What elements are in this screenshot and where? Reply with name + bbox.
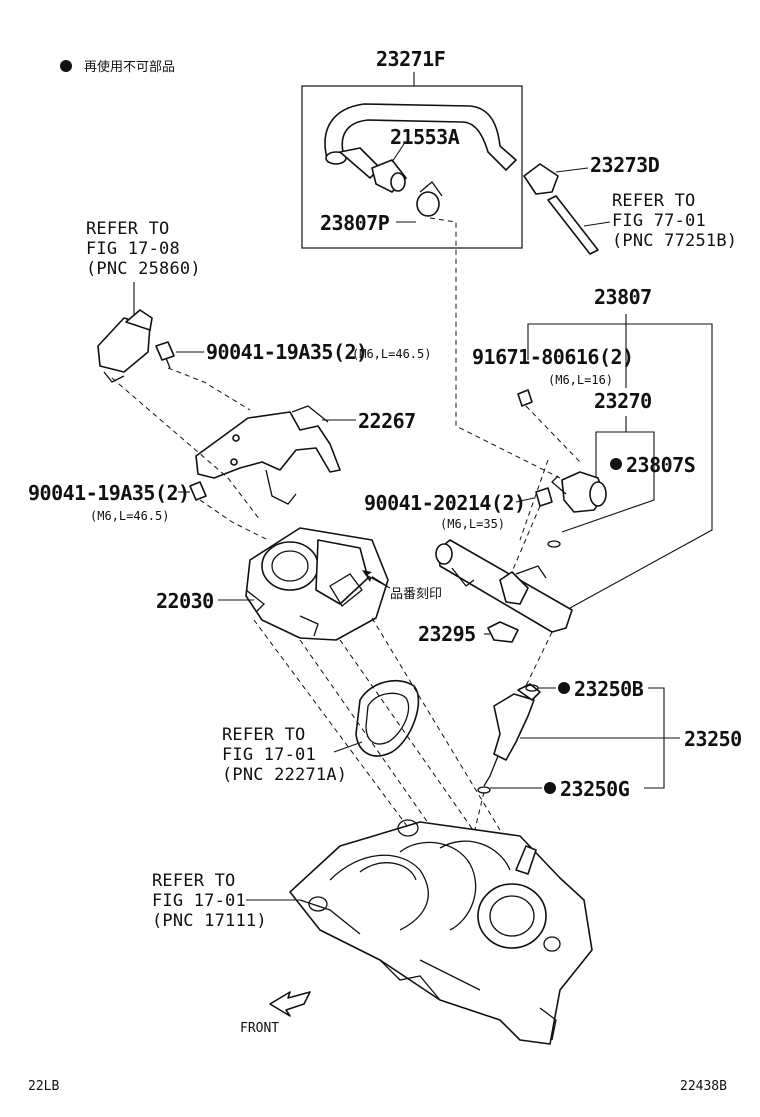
label-21553A: 21553A — [390, 125, 460, 149]
leader-21553A — [391, 143, 405, 163]
ref-22271A-line2: FIG 17-01 — [222, 745, 316, 765]
front-label: FRONT — [240, 1021, 279, 1036]
ref-17111-line1: REFER TO — [152, 871, 235, 891]
label-90041-top-spec: (M6,L=46.5) — [352, 347, 431, 361]
ref-1708-line3: (PNC 25860) — [86, 259, 201, 279]
label-23270: 23270 — [594, 389, 652, 413]
bracket-22267 — [195, 405, 341, 505]
stamp-arrow-shaft — [367, 575, 391, 589]
footer-right: 22438B — [680, 1079, 727, 1094]
ref-77-line2: FIG 77-01 — [612, 211, 706, 231]
dash-bolt-top — [167, 367, 251, 411]
label-22030: 22030 — [156, 589, 214, 613]
ref-17111-line3: (PNC 17111) — [152, 911, 267, 931]
label-23273D: 23273D — [590, 153, 660, 177]
footer-left: 22LB — [28, 1079, 59, 1094]
bolt-90041-left — [189, 481, 207, 501]
ref-1708-line1: REFER TO — [86, 219, 169, 239]
non-reusable-dot-icon — [610, 458, 622, 470]
legend-text: 再使用不可部品 — [84, 59, 175, 75]
dash-clip-to-vsv — [429, 217, 561, 479]
dash-rail-injector — [523, 631, 553, 691]
ref-77-line1: REFER TO — [612, 191, 695, 211]
dash-sensor-bracket — [111, 377, 261, 521]
ref-77-line3: (PNC 77251B) — [612, 231, 737, 251]
ref-1708-line2: FIG 17-08 — [86, 239, 180, 259]
label-90041-left-spec: (M6,L=46.5) — [90, 509, 169, 523]
ref-17111-line2: FIG 17-01 — [152, 891, 246, 911]
pipe-77251B — [547, 195, 599, 255]
intake-manifold-17111 — [289, 819, 593, 1045]
leader-90041-20214 — [515, 497, 535, 503]
legend-dot-icon — [60, 60, 72, 72]
ref-22271A-line3: (PNC 22271A) — [222, 765, 347, 785]
label-23250B: 23250B — [574, 677, 644, 701]
non-reusable-dot-icon-g — [544, 782, 556, 794]
label-23250G: 23250G — [560, 777, 630, 801]
label-90041-20214-spec: (M6,L=35) — [440, 517, 505, 531]
leader-23270 — [595, 416, 627, 480]
hose-joint-21553A — [339, 147, 407, 193]
stamp-arrow-icon — [362, 570, 388, 586]
leader-23807S — [561, 431, 655, 533]
dash-tb-3 — [339, 639, 481, 841]
label-90041-20214: 90041-20214(2) — [364, 491, 526, 515]
label-23807: 23807 — [594, 285, 652, 309]
label-23807P: 23807P — [320, 211, 390, 235]
bolt-91671 — [517, 389, 533, 407]
label-22267: 22267 — [358, 409, 416, 433]
dash-bolt-left — [199, 499, 269, 541]
leader-23807-b — [569, 323, 713, 609]
label-stamp: 品番刻印 — [390, 587, 442, 602]
front-arrow-icon — [269, 991, 311, 1017]
non-reusable-dot-icon-b — [558, 682, 570, 694]
bolt-90041-top — [155, 341, 175, 369]
sensor-25860 — [97, 309, 153, 383]
hose-clamp-23273D — [523, 163, 559, 195]
label-90041-left: 90041-19A35(2) — [28, 481, 190, 505]
gasket-22271A — [355, 679, 420, 757]
ref-22271A-line1: REFER TO — [222, 725, 305, 745]
vacuum-hose — [324, 103, 517, 171]
o-ring-23807S — [547, 540, 561, 548]
hose-clip-23807P — [416, 181, 443, 217]
dash-tb-1 — [253, 619, 411, 831]
leader-ref-77 — [583, 221, 611, 227]
label-23250: 23250 — [684, 727, 742, 751]
vsv-23270 — [551, 471, 607, 513]
label-23271F: 23271F — [376, 47, 445, 71]
leader-23807-a — [527, 314, 627, 360]
label-23295: 23295 — [418, 622, 476, 646]
spacer-23295 — [487, 621, 519, 643]
throttle-body-22030 — [245, 527, 389, 641]
fuel-rail-23807 — [435, 539, 573, 633]
hose-assembly-box — [301, 85, 523, 249]
label-91671-spec: (M6,L=16) — [548, 373, 613, 387]
label-90041-top: 90041-19A35(2) — [206, 340, 368, 364]
leader-23273D — [555, 167, 589, 173]
label-91671: 91671-80616(2) — [472, 345, 634, 369]
label-23807S: 23807S — [626, 453, 695, 477]
injector-23250 — [483, 683, 541, 787]
dash-tb-2 — [299, 639, 441, 841]
leader-ref-22271A — [333, 741, 363, 753]
dash-91671 — [525, 405, 581, 463]
bolt-90041-20214 — [535, 487, 553, 507]
